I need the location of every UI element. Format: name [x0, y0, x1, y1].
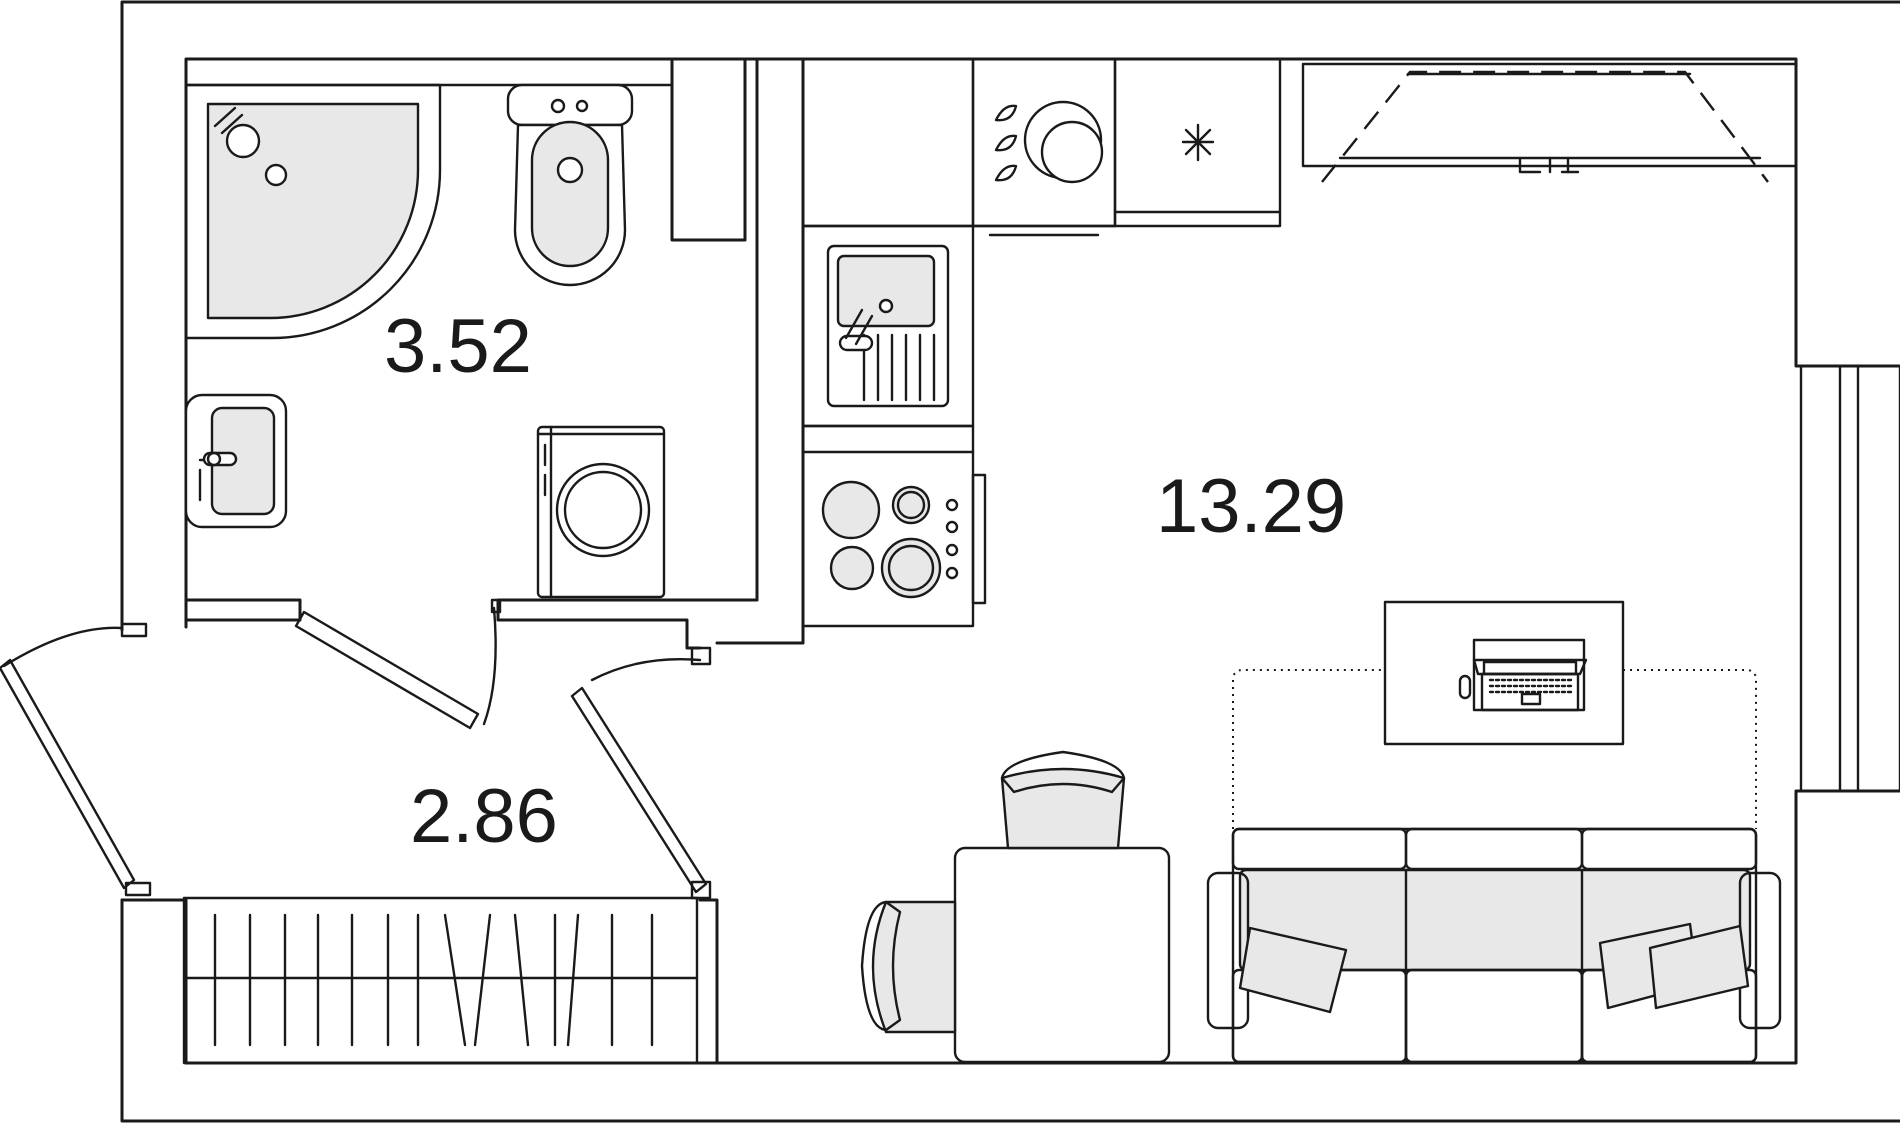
wardrobe: [120, 896, 719, 1065]
bathroom-area-label: 3.52: [384, 304, 532, 389]
dining-set: [860, 750, 1171, 1064]
kitchen-counter: [801, 57, 1282, 237]
bathroom-sink: [184, 393, 288, 529]
living-room-area-label: 13.29: [1156, 464, 1346, 549]
fridge: [1181, 123, 1215, 162]
desk: [1383, 600, 1625, 746]
sofa: [1206, 827, 1782, 1064]
living-zone-outline: [1232, 669, 1757, 829]
shower: [184, 83, 442, 340]
stove: [801, 424, 987, 628]
window: [1799, 364, 1900, 793]
hallway-door: [570, 646, 712, 900]
entrance-door: [0, 622, 152, 897]
toilet: [506, 83, 634, 287]
hallway-area-label: 2.86: [410, 774, 558, 859]
dishwasher: [994, 100, 1104, 184]
washing-machine: [536, 425, 666, 599]
wardrobe-hangers: [213, 913, 654, 1047]
wall-cabinet: [1301, 62, 1798, 183]
bathroom-door: [294, 598, 502, 730]
kitchen-sink: [801, 224, 975, 428]
